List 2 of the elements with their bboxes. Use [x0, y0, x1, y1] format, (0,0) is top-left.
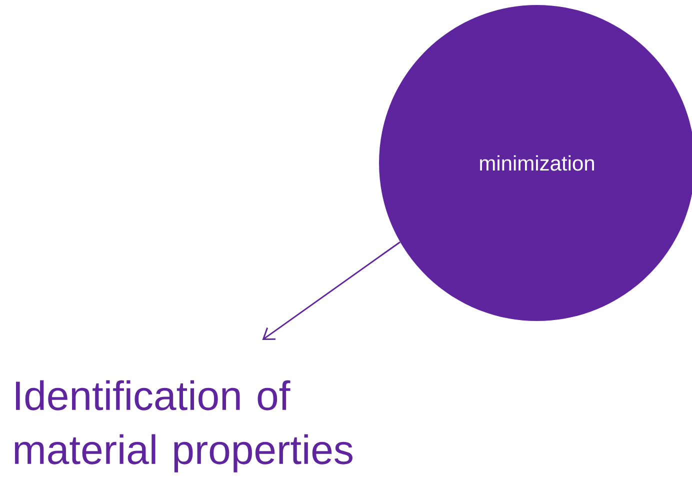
arrow — [262, 241, 400, 340]
text-label: Identification of material properties — [14, 380, 352, 472]
